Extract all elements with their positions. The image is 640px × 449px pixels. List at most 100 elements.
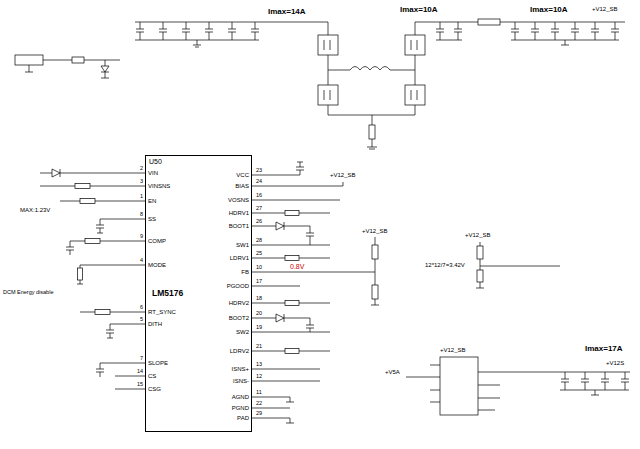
diode-symbol xyxy=(276,222,284,322)
pin-name: ISNS- xyxy=(233,378,249,384)
mosfet-symbol xyxy=(318,85,338,105)
mosfet-gate xyxy=(324,40,417,100)
pin-name: SW2 xyxy=(236,329,249,335)
diode-symbol xyxy=(52,169,60,177)
resistor-symbol xyxy=(372,245,378,259)
pin-name: SS xyxy=(148,216,156,222)
pin-name: CSG xyxy=(148,386,161,392)
resistor-symbol xyxy=(372,285,378,299)
pin-name: SLOPE xyxy=(148,360,168,366)
mosfet-symbol xyxy=(405,35,425,55)
note-label: +V12_SB xyxy=(465,232,491,238)
pin-name: VCC xyxy=(236,172,249,178)
pin-name: VINSNS xyxy=(148,183,170,189)
note-label: Imax=14A xyxy=(268,8,306,16)
note-label: Imax=10A xyxy=(530,6,568,14)
resistor-symbol xyxy=(78,268,83,280)
resistor-symbol xyxy=(477,270,483,282)
pin-number: 29 xyxy=(256,411,262,417)
mosfet-symbol xyxy=(318,35,338,55)
pin-name: BOOT1 xyxy=(229,223,249,229)
pin-name: AGND xyxy=(232,394,249,400)
note-label: +V12_SB xyxy=(330,172,356,178)
resistor-symbol xyxy=(75,184,90,189)
note-label: +V5A xyxy=(385,369,400,375)
resistor-symbol xyxy=(478,19,500,25)
note-label: +V12S xyxy=(606,360,624,366)
right-pin-wiring xyxy=(252,162,560,423)
mosfet-symbol xyxy=(405,85,425,105)
sense-path xyxy=(328,105,415,149)
pin-number: 22 xyxy=(256,401,262,407)
pin-number: 11 xyxy=(256,390,262,396)
note-label: +V12_SB xyxy=(592,6,618,12)
pin-number: 28 xyxy=(256,238,262,244)
pin-number: 2 xyxy=(140,166,143,172)
divider-wire xyxy=(371,237,379,305)
pin-name: EN xyxy=(148,198,156,204)
output-rail xyxy=(415,22,625,35)
connector-symbol xyxy=(15,55,43,65)
pin-name: BOOT2 xyxy=(229,315,249,321)
resistor-symbol xyxy=(285,256,299,261)
pin-name: PGND xyxy=(232,405,249,411)
pin-number: 4 xyxy=(140,258,143,264)
pin-name: BIAS xyxy=(235,183,249,189)
note-label: Imax=10A xyxy=(400,6,438,14)
diode-symbol xyxy=(101,66,109,72)
pin-name: DITH xyxy=(148,321,162,327)
left-pin-wiring xyxy=(40,169,145,389)
fuse-symbol xyxy=(72,57,84,63)
pin-number: 8 xyxy=(140,212,143,218)
inductor-symbol xyxy=(328,55,415,85)
pin-number: 23 xyxy=(256,168,262,174)
resistor-symbol xyxy=(477,246,483,259)
resistor-symbol xyxy=(369,125,375,139)
pin-number: 21 xyxy=(256,344,262,350)
note-label: +V12_SB xyxy=(362,228,388,234)
wire xyxy=(406,365,630,410)
pin-number: 9 xyxy=(140,234,143,240)
part-number: LM5176 xyxy=(152,289,183,298)
pin-number: 14 xyxy=(137,369,143,375)
pin-number: 13 xyxy=(256,362,262,368)
note-label: 12*12/7=3.42V xyxy=(425,262,465,268)
pin-name: LDRV2 xyxy=(230,348,249,354)
pin-number: 6 xyxy=(140,305,143,311)
pin-number: 16 xyxy=(256,193,262,199)
divider-wire xyxy=(476,242,560,288)
pin-number: 18 xyxy=(256,296,262,302)
pin-name: COMP xyxy=(148,238,166,244)
pin-number: 24 xyxy=(256,179,262,185)
capacitor-bank xyxy=(135,22,259,47)
capacitor-bank xyxy=(436,22,619,45)
regulator-symbol xyxy=(440,357,478,415)
pin-number: 20 xyxy=(256,311,262,317)
pin-name: PAD xyxy=(237,415,249,421)
resistor-symbol xyxy=(285,301,299,306)
pin-number: 7 xyxy=(140,356,143,362)
pin-number: 12 xyxy=(256,374,262,380)
note-label: MAX:1.23V xyxy=(20,207,50,213)
resistor-symbol xyxy=(80,199,95,204)
ldo-section xyxy=(406,357,630,415)
pin-number: 26 xyxy=(256,219,262,225)
resistor-symbol xyxy=(95,310,110,315)
pin-number: 15 xyxy=(137,382,143,388)
wire xyxy=(40,169,145,389)
resistor-symbol xyxy=(85,239,100,244)
part-ref: U50 xyxy=(149,158,162,165)
input-rail xyxy=(135,22,328,35)
power-stage xyxy=(135,19,625,149)
note-label: Imax=17A xyxy=(585,345,623,353)
pin-name: VIN xyxy=(148,170,158,176)
pin-name: LDRV1 xyxy=(230,255,249,261)
note-label: DCM Energy disable xyxy=(3,290,53,296)
pin-name: HDRV1 xyxy=(229,210,249,216)
resistor-symbol xyxy=(285,211,299,216)
pin-number: 10 xyxy=(256,265,262,271)
pin-number: 17 xyxy=(256,279,262,285)
pin-name: HDRV2 xyxy=(229,300,249,306)
